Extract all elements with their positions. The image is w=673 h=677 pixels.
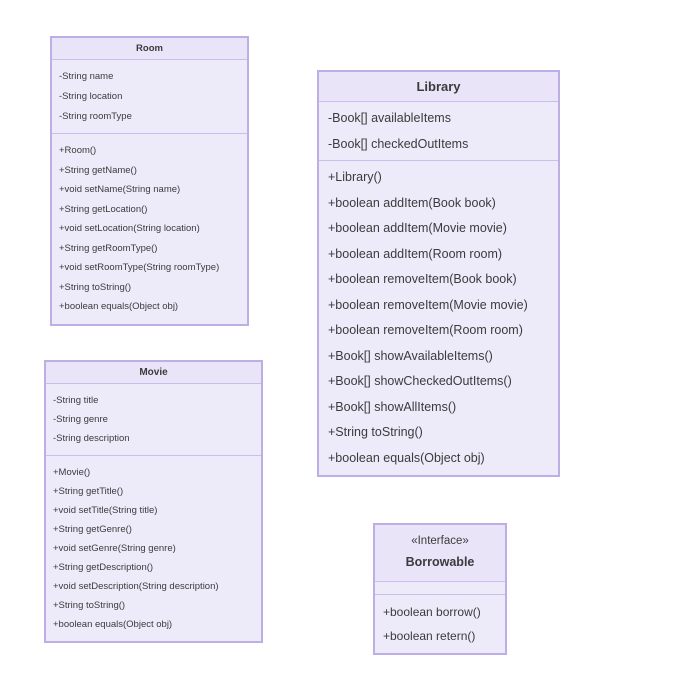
method-row: +String toString() [53,600,126,611]
class-box-library: Library -Book[] availableItems -Book[] c… [317,70,560,477]
method-row: +boolean addItem(Book book) [328,195,496,210]
method-row: +boolean equals(Object obj) [53,619,173,630]
method-row: +String getLocation() [59,203,148,215]
attribute-row: -Book[] availableItems [328,111,451,125]
method-row: +boolean removeItem(Room room) [328,323,523,337]
class-header: Library [319,72,558,102]
method-row: +Library() [328,170,382,184]
attribute-row: -String roomType [59,111,132,122]
methods-section: +boolean borrow() +boolean retern() [375,595,505,653]
method-row: +String toString() [59,281,132,293]
attribute-row: -String title [53,395,99,406]
attributes-section: -Book[] availableItems -Book[] checkedOu… [319,102,558,161]
stereotype-label: «Interface» [411,535,469,547]
methods-section: +Room() +String getName() +void setName(… [52,134,247,324]
method-row: +void setName(String name) [59,184,181,195]
method-row: +boolean retern() [383,629,476,643]
method-row: +boolean addItem(Movie movie) [328,221,507,235]
attribute-row: -Book[] checkedOutItems [328,137,469,151]
class-title: Borrowable [405,555,475,569]
class-header: Room [52,38,247,60]
method-row: +boolean removeItem(Book book) [328,272,517,286]
method-row: +void setDescription(String description) [53,581,219,592]
method-row: +String getGenre() [53,524,132,535]
attribute-row: -String name [59,71,114,82]
class-title: Room [136,43,163,54]
attribute-row: -String description [53,433,130,444]
class-box-borrowable: «Interface» Borrowable +boolean borrow()… [373,523,507,655]
attribute-row: -String location [59,91,123,102]
method-row: +Room() [59,145,97,156]
method-row: +Book[] showCheckedOutItems() [328,374,512,388]
method-row: +boolean addItem(Room room) [328,246,503,261]
class-header: «Interface» Borrowable [375,525,505,582]
method-row: +String getTitle() [53,486,124,497]
attributes-section: -String title -String genre -String desc… [46,384,261,456]
method-row: +String getDescription() [53,562,154,573]
method-row: +boolean borrow() [383,605,481,619]
method-row: +Book[] showAllItems() [328,399,457,414]
method-row: +void setLocation(String location) [59,223,200,234]
class-box-room: Room -String name -String location -Stri… [50,36,249,326]
method-row: +Movie() [53,467,91,478]
method-row: +Book[] showAvailableItems() [328,348,493,363]
class-box-movie: Movie -String title -String genre -Strin… [44,360,263,643]
class-title: Movie [139,367,168,378]
method-row: +boolean equals(Object obj) [59,301,179,312]
method-row: +void setRoomType(String roomType) [59,262,220,273]
methods-section: +Movie() +String getTitle() +void setTit… [46,456,261,641]
class-title: Library [416,79,461,94]
attributes-section-empty [375,582,505,595]
method-row: +String getName() [59,164,137,176]
attribute-row: -String genre [53,414,108,425]
method-row: +String getRoomType() [59,242,158,254]
attributes-section: -String name -String location -String ro… [52,60,247,134]
method-row: +boolean equals(Object obj) [328,450,485,465]
method-row: +void setTitle(String title) [53,505,158,516]
methods-section: +Library() +boolean addItem(Book book) +… [319,161,558,475]
method-row: +String toString() [328,425,423,439]
class-header: Movie [46,362,261,384]
method-row: +void setGenre(String genre) [53,543,176,554]
method-row: +boolean removeItem(Movie movie) [328,297,528,312]
